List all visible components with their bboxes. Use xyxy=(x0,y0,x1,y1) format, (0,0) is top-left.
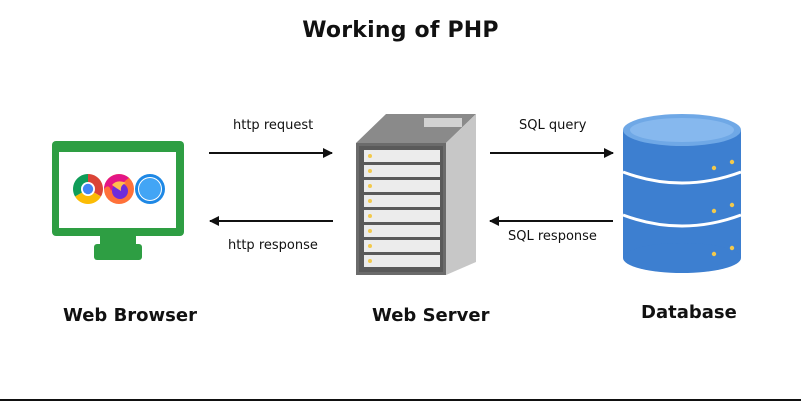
database-cylinder-icon xyxy=(622,114,742,273)
http-request-label: http request xyxy=(233,118,314,133)
firefox-icon xyxy=(104,174,134,204)
database-label: Database xyxy=(641,302,737,323)
sql-response-label: SQL response xyxy=(508,229,597,244)
safari-icon xyxy=(135,174,165,204)
web-server-label: Web Server xyxy=(372,305,490,326)
diagram-title: Working of PHP xyxy=(302,18,499,43)
http-response-label: http response xyxy=(228,238,318,253)
sql-query-label: SQL query xyxy=(519,118,587,133)
web-browser-label: Web Browser xyxy=(63,305,197,326)
chrome-icon xyxy=(73,174,103,204)
bottom-divider xyxy=(0,399,801,401)
server-tower-icon xyxy=(356,114,476,275)
